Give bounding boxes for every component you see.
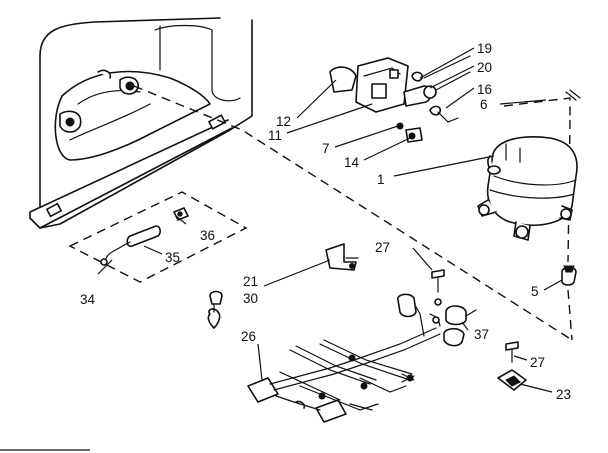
callout-21: 21 [243, 274, 258, 289]
cabinet-section [29, 17, 253, 229]
compressor [477, 136, 578, 241]
callout-11: 11 [268, 128, 282, 143]
dashed-boundary-lower [567, 289, 573, 341]
leader-lines [97, 47, 563, 393]
callout-7: 7 [322, 141, 330, 156]
clip-23 [497, 369, 527, 391]
callout-30: 30 [243, 291, 258, 306]
dashed-boundary-upper [503, 97, 571, 120]
callout-27-lower: 27 [530, 355, 545, 370]
callout-16: 16 [477, 82, 492, 97]
callout-19: 19 [477, 41, 492, 56]
screw-27-lower [505, 341, 519, 363]
part-37 [443, 305, 477, 347]
callout-34: 34 [80, 292, 96, 307]
callout-1: 1 [377, 172, 385, 187]
callout-6: 6 [480, 97, 488, 112]
callout-5: 5 [531, 284, 539, 299]
wiring-harness [247, 293, 442, 423]
dashed-boundary [133, 85, 573, 341]
kit-34 [68, 191, 248, 283]
callout-23: 23 [556, 387, 571, 402]
callout-12: 12 [276, 114, 291, 129]
callout-labels: 1 5 6 7 11 12 14 16 19 20 21 23 26 27 27… [80, 41, 571, 402]
callout-20: 20 [477, 60, 492, 75]
callout-36: 36 [200, 228, 215, 243]
break-mark [565, 89, 581, 101]
callout-14: 14 [344, 155, 360, 170]
bracket-30 [325, 243, 359, 271]
relay-assembly [329, 55, 471, 143]
grommet-5 [561, 265, 577, 286]
dashed-boundary-right [567, 119, 571, 263]
callout-35: 35 [165, 250, 180, 265]
callout-37: 37 [474, 327, 489, 342]
callout-26: 26 [241, 329, 256, 344]
callout-27-upper: 27 [375, 240, 390, 255]
screw-27-upper [431, 269, 445, 293]
bulb-21 [207, 290, 223, 329]
